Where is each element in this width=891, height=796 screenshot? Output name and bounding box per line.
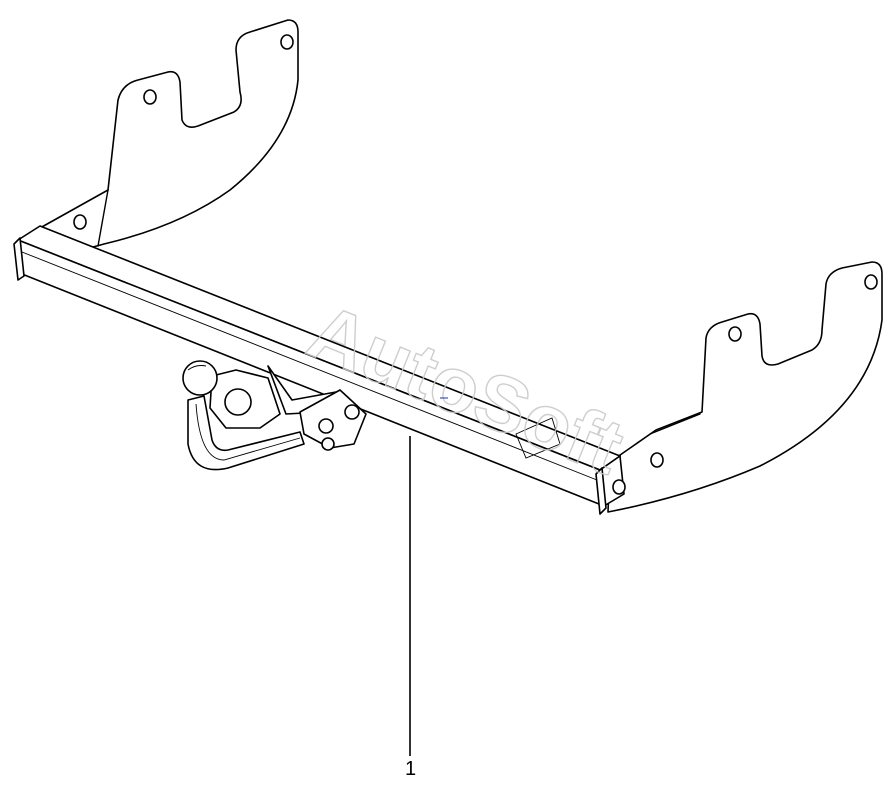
bolt — [728, 326, 742, 342]
bolt — [143, 89, 157, 105]
mounting-bolts — [73, 34, 878, 495]
callout-label-1: 1 — [405, 758, 417, 780]
left-mounting-bracket — [39, 19, 299, 257]
right-mounting-bracket — [607, 261, 883, 513]
bolt — [650, 452, 664, 468]
bolt — [280, 34, 294, 50]
bolt — [864, 274, 878, 290]
bolt — [612, 479, 626, 495]
tow-hook-assembly — [182, 360, 367, 471]
bolt — [73, 214, 87, 230]
cross-beam — [13, 225, 625, 515]
